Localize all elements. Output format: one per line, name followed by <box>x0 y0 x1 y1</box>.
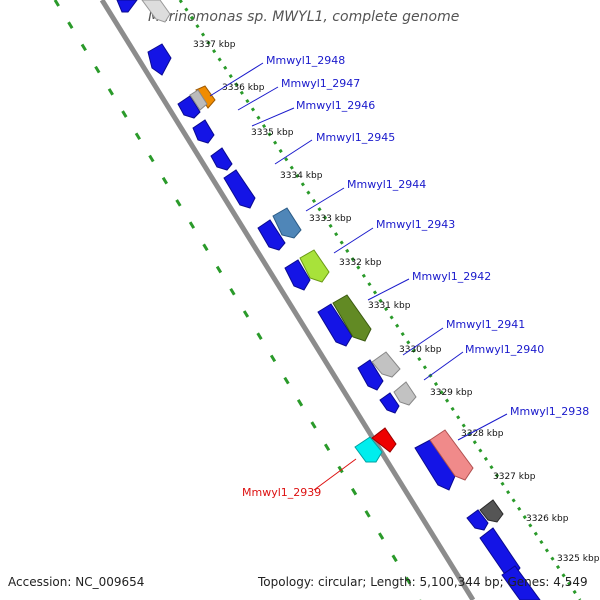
genome-backbone <box>99 0 476 600</box>
gene-label[interactable]: Mmwyl1_2942 <box>412 270 491 283</box>
tick-label: 3326 kbp <box>526 514 569 524</box>
tick-label: 3328 kbp <box>461 429 504 439</box>
label-leader-line <box>457 413 508 441</box>
label-leader-line <box>367 278 410 301</box>
gene-arrow[interactable] <box>414 439 456 491</box>
gene-label[interactable]: Mmwyl1_2946 <box>296 99 375 112</box>
tick-label: 3330 kbp <box>399 345 442 355</box>
label-leader-line <box>237 86 279 111</box>
label-leader-line <box>305 187 345 212</box>
accession-text: Accession: NC_009654 <box>8 575 145 589</box>
tick-label: 3334 kbp <box>280 171 323 181</box>
gene-label[interactable]: Mmwyl1_2948 <box>266 54 345 67</box>
label-leader-line <box>402 327 444 356</box>
tick-label: 3333 kbp <box>309 214 352 224</box>
gene-label[interactable]: Mmwyl1_2945 <box>316 131 395 144</box>
gene-arrow[interactable] <box>479 499 504 523</box>
tick-label: 3332 kbp <box>339 258 382 268</box>
gene-label[interactable]: Mmwyl1_2944 <box>347 178 426 191</box>
gene-arrow[interactable] <box>317 303 353 347</box>
gene-arrow[interactable] <box>501 565 541 600</box>
gene-arrow[interactable] <box>354 436 383 463</box>
label-leader-line <box>209 62 264 97</box>
gene-arrow[interactable] <box>284 259 311 291</box>
gene-arrow[interactable] <box>429 429 474 481</box>
gene-label[interactable]: Mmwyl1_2938 <box>510 405 589 418</box>
gene-arrow[interactable] <box>357 359 384 391</box>
gene-arrow[interactable] <box>332 294 372 342</box>
gene-label[interactable]: Mmwyl1_2943 <box>376 218 455 231</box>
tick-label: 3337 kbp <box>193 40 236 50</box>
gene-arrow[interactable] <box>116 0 138 13</box>
gene-arrow[interactable] <box>466 509 489 531</box>
gene-arrow[interactable] <box>192 119 215 144</box>
gene-arrow[interactable] <box>299 249 330 283</box>
gene-arrow[interactable] <box>210 147 233 171</box>
label-leader-line <box>423 351 464 381</box>
map-title: Marinomonas sp. MWYL1, complete genome <box>148 9 460 25</box>
gene-label[interactable]: Mmwyl1_2947 <box>281 77 360 90</box>
genome-summary-text: Topology: circular; Length: 5,100,344 bp… <box>258 575 588 589</box>
gene-arrow[interactable] <box>177 95 201 119</box>
tick-label: 3329 kbp <box>430 388 473 398</box>
gene-arrow[interactable] <box>257 219 286 251</box>
outer-ruler-track <box>178 0 582 600</box>
gene-arrow[interactable] <box>223 169 256 209</box>
gene-label[interactable]: Mmwyl1_2940 <box>465 343 544 356</box>
label-leader-line <box>313 458 357 491</box>
gene-arrow[interactable] <box>272 207 302 239</box>
label-leader-line <box>251 107 295 127</box>
tick-label: 3336 kbp <box>222 83 265 93</box>
gene-arrow[interactable] <box>141 0 171 23</box>
label-leader-line <box>333 227 374 254</box>
tick-label: 3331 kbp <box>368 301 411 311</box>
tick-label: 3335 kbp <box>251 128 294 138</box>
gene-arrow[interactable] <box>371 351 401 378</box>
gene-arrow[interactable] <box>393 381 417 406</box>
gene-arrow[interactable] <box>371 427 397 453</box>
label-leader-line <box>274 139 313 165</box>
tick-label: 3325 kbp <box>557 554 600 564</box>
gene-label[interactable]: Mmwyl1_2941 <box>446 318 525 331</box>
gene-label-reverse[interactable]: Mmwyl1_2939 <box>242 486 321 499</box>
gene-arrow[interactable] <box>147 43 172 76</box>
gene-arrow[interactable] <box>189 89 208 111</box>
tick-label: 3327 kbp <box>493 472 536 482</box>
gene-arrow[interactable] <box>379 392 400 414</box>
